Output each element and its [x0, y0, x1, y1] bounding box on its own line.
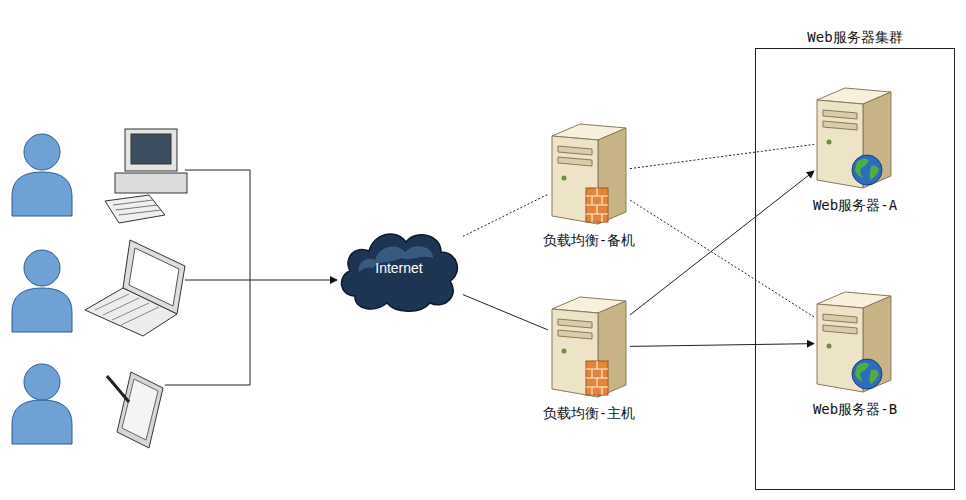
web-server-node: Web服务器-A: [814, 87, 896, 191]
connector: [630, 144, 814, 168]
keyboard-keys: [113, 200, 161, 215]
user-icon: [12, 364, 72, 444]
connector: [630, 171, 814, 315]
user-body: [12, 172, 72, 216]
user-head: [24, 364, 60, 400]
monitor: [125, 129, 177, 171]
tablet-device: [107, 372, 163, 448]
connector: [463, 194, 548, 236]
web-server-node: Web服务器-B: [814, 291, 896, 395]
tablet-screen: [122, 379, 158, 440]
client-wire: [185, 280, 337, 281]
desktop-computer: [105, 129, 187, 223]
web-server-icon: [817, 292, 891, 392]
laptop-base: [85, 288, 177, 336]
tablet-body: [117, 372, 163, 448]
load-balancer-icon: [552, 297, 626, 397]
connector: [630, 200, 814, 317]
cluster-title: Web服务器集群: [807, 29, 902, 45]
stylus: [107, 376, 129, 402]
laptop-keys: [95, 294, 159, 325]
user-head: [24, 250, 60, 286]
laptop-computer: [85, 240, 185, 336]
load-balancer-icon: [552, 124, 626, 224]
server-label: 负载均衡-主机: [543, 405, 635, 421]
computer-case: [115, 173, 187, 193]
cloud-shape: [341, 234, 457, 311]
user-icon: [12, 134, 72, 216]
server-label: Web服务器-A: [813, 197, 897, 213]
client-wire: [165, 170, 250, 385]
load-balancer-node: 负载均衡-备机: [548, 122, 630, 226]
web-server-icon: [817, 88, 891, 188]
user-icon: [12, 250, 72, 332]
load-balancer-node: 负载均衡-主机: [548, 295, 630, 399]
user-body: [12, 400, 72, 444]
server-cluster-box: Web服务器集群Web服务器-AWeb服务器-B: [755, 48, 955, 490]
server-label: Web服务器-B: [813, 401, 897, 417]
keyboard: [105, 195, 165, 223]
server-label: 负载均衡-备机: [543, 232, 635, 248]
connector: [463, 295, 548, 330]
user-body: [12, 288, 72, 332]
monitor-screen: [131, 134, 171, 164]
internet-cloud: Internet: [335, 224, 463, 312]
user-head: [24, 134, 60, 170]
cloud-label: Internet: [375, 260, 422, 276]
connector: [630, 344, 814, 347]
